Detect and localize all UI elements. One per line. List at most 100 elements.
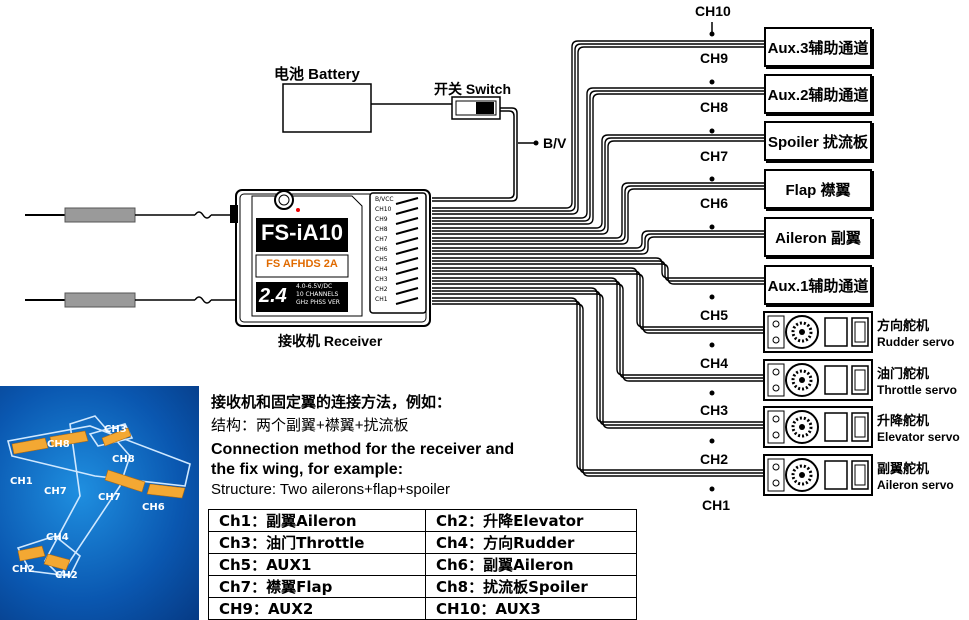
plane-channel-label: CH2 (55, 570, 78, 581)
table-cell: Ch8：扰流板Spoiler (425, 575, 637, 598)
table-cell: Ch7：襟翼Flap (208, 575, 426, 598)
output-wire (432, 134, 764, 229)
channel-dot (709, 31, 715, 37)
output-aux1-box: Aux.1辅助通道 (764, 265, 872, 305)
label-ch6: CH6 (699, 195, 730, 211)
table-cell: Ch5：AUX1 (208, 553, 426, 576)
description-en-structure: Structure: Two ailerons+flap+spoiler (211, 481, 451, 498)
receiver-port-label: B/VCC (375, 196, 394, 203)
channel-dot (709, 224, 715, 230)
output-aileron-box: Aileron 副翼 (764, 217, 872, 257)
receiver-port-pin (395, 237, 419, 245)
plane-channel-label: CH1 (10, 476, 33, 487)
output-wire (432, 293, 764, 429)
description-en-title-2: the fix wing, for example: (211, 461, 404, 478)
table-cell: Ch2：升降Elevator (425, 509, 637, 532)
receiver-model: FS-iA10 (261, 220, 343, 245)
output-wire (432, 230, 764, 249)
receiver-port-pin (395, 197, 419, 205)
battery-label: 电池 Battery (274, 66, 360, 83)
label-ch7: CH7 (699, 148, 730, 164)
plane-channel-label: CH8 (47, 439, 70, 450)
plane-channel-label: CH4 (46, 532, 69, 543)
channel-dot (709, 176, 715, 182)
receiver-port-pin (395, 247, 419, 255)
receiver-port-label: CH3 (375, 276, 388, 283)
label-ch8: CH8 (699, 99, 730, 115)
label-ch3: CH3 (699, 402, 730, 418)
plane-channel-label: CH7 (98, 492, 121, 503)
switch-label: 开关 Switch (434, 81, 512, 97)
plane-channel-label: CH3 (104, 424, 127, 435)
receiver-brand: FS AFHDS 2A (266, 258, 338, 270)
table-cell: Ch6：副翼Aileron (425, 553, 637, 576)
bv-label: B/V (543, 135, 567, 151)
plane-channel-label: CH2 (12, 564, 35, 575)
description-en-title-1: Connection method for the receiver and (211, 441, 515, 458)
channel-dot (709, 79, 715, 85)
output-wire (432, 137, 764, 232)
output-aux3-box: Aux.3辅助通道 (764, 27, 872, 67)
channel-dot (709, 390, 715, 396)
receiver-port-pin (395, 227, 419, 235)
table-cell: Ch3：油门Throttle (208, 531, 426, 554)
channel-dot (709, 438, 715, 444)
receiver-port-pin (395, 217, 419, 225)
channel-dot (709, 486, 715, 492)
label-ch9: CH9 (699, 50, 730, 66)
receiver-port-pin (395, 207, 419, 215)
antenna-lower (25, 292, 236, 308)
receiver-port-label: CH2 (375, 286, 388, 293)
output-wire (432, 182, 764, 239)
receiver-port-label: CH8 (375, 226, 388, 233)
output-wire (432, 43, 764, 212)
table-cell: CH10：AUX3 (425, 597, 637, 620)
output-wire (432, 40, 764, 209)
antenna-upper (25, 207, 236, 223)
receiver-body (230, 189, 431, 327)
label-ch1: CH1 (701, 497, 732, 513)
receiver-port-label: CH4 (375, 266, 388, 273)
output-flap-box: Flap 襟翼 (764, 169, 872, 209)
output-wire (432, 283, 764, 382)
description-cn-title: 接收机和固定翼的连接方法，例如： (211, 394, 452, 411)
output-spoiler-box: Spoiler 扰流板 (764, 121, 872, 161)
table-cell: Ch4：方向Rudder (425, 531, 637, 554)
output-aux2-box: Aux.2辅助通道 (764, 74, 872, 114)
output-wire (432, 263, 764, 285)
receiver-port-label: CH7 (375, 236, 388, 243)
channel-dot (709, 294, 715, 300)
receiver-port-pin (395, 267, 419, 275)
airplane-icon (7, 415, 191, 578)
receiver-port-pin (395, 257, 419, 265)
table-cell: CH9：AUX2 (208, 597, 426, 620)
output-wire (432, 236, 764, 255)
output-wire (432, 188, 764, 245)
label-ch5: CH5 (699, 307, 730, 323)
table-cell: Ch1：副翼Aileron (208, 509, 426, 532)
output-wire (432, 185, 764, 242)
servo-icon (763, 311, 873, 353)
plane-channel-label: CH7 (44, 486, 67, 497)
servo-icon (763, 454, 873, 496)
receiver-band: 2.4 (259, 285, 287, 307)
channel-dot (709, 342, 715, 348)
output-wire (432, 233, 764, 252)
receiver-port-pin (395, 277, 419, 285)
description-cn-structure: 结构：两个副翼+襟翼+扰流板 (211, 417, 409, 434)
receiver-port-label: CH5 (375, 256, 388, 263)
output-wire (432, 87, 764, 219)
output-wire (432, 303, 764, 477)
label-ch4: CH4 (699, 355, 730, 371)
